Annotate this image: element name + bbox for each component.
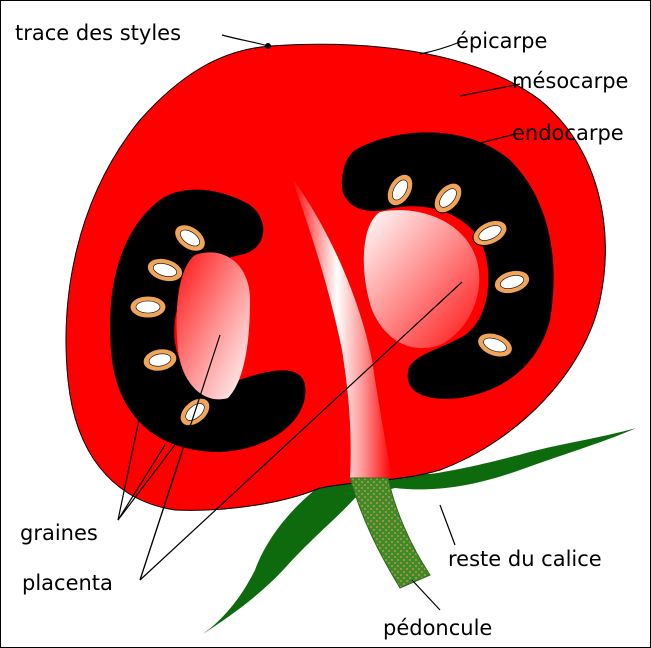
placenta-left-shape [177,252,250,399]
label-graines: graines [20,521,98,545]
leader-pedoncule [412,580,440,610]
label-pedoncule: pédoncule [383,616,492,640]
stylar-trace-dot [265,43,271,49]
pedoncule-shape [350,478,430,588]
label-mesocarpe: mésocarpe [512,69,628,93]
leader-trace-styles [222,35,268,46]
leader-calice [440,505,455,545]
leader-epicarpe [420,42,460,54]
label-endocarpe: endocarpe [512,121,624,145]
label-trace-des-styles: trace des styles [15,21,181,45]
label-reste-du-calice: reste du calice [448,547,602,571]
label-epicarpe: épicarpe [456,29,547,53]
label-placenta: placenta [22,571,113,595]
